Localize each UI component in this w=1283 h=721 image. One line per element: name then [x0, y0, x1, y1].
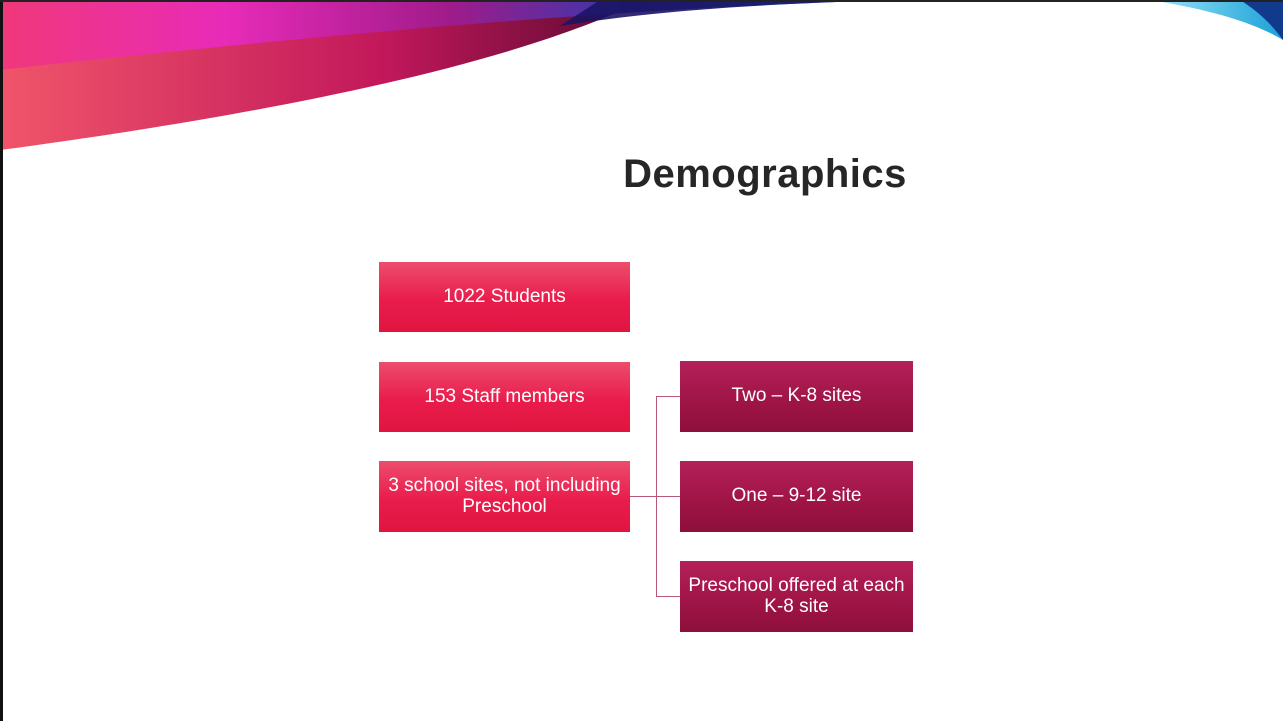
swoosh-right-dark — [1240, 0, 1283, 40]
swoosh-dark-edge — [560, 0, 900, 26]
swoosh-main-band — [0, 0, 900, 70]
school-sites-label: 3 school sites, not including Preschool — [388, 474, 621, 517]
students-label: 1022 Students — [443, 285, 566, 307]
students-box: 1022 Students — [379, 262, 630, 332]
preschool-label: Preschool offered at each K-8 site — [688, 574, 905, 617]
preschool-box: Preschool offered at each K-8 site — [680, 561, 913, 632]
connector-horizontal-from-sites — [630, 496, 656, 497]
swoosh-right-tip — [1150, 0, 1283, 40]
high-school-site-label: One – 9-12 site — [731, 485, 862, 507]
staff-box: 153 Staff members — [379, 362, 630, 432]
decorative-swoosh — [0, 0, 1283, 150]
k8-sites-label: Two – K-8 sites — [731, 385, 862, 407]
connector-branch-top — [656, 396, 680, 397]
connector-branch-middle — [656, 496, 680, 497]
high-school-site-box: One – 9-12 site — [680, 461, 913, 532]
slide-top-border — [0, 0, 1283, 2]
connector-branch-bottom — [656, 596, 680, 597]
slide-title: Demographics — [623, 152, 907, 196]
slide-left-border — [0, 0, 3, 721]
k8-sites-box: Two – K-8 sites — [680, 361, 913, 432]
school-sites-box: 3 school sites, not including Preschool — [379, 461, 630, 532]
staff-label: 153 Staff members — [424, 385, 585, 407]
